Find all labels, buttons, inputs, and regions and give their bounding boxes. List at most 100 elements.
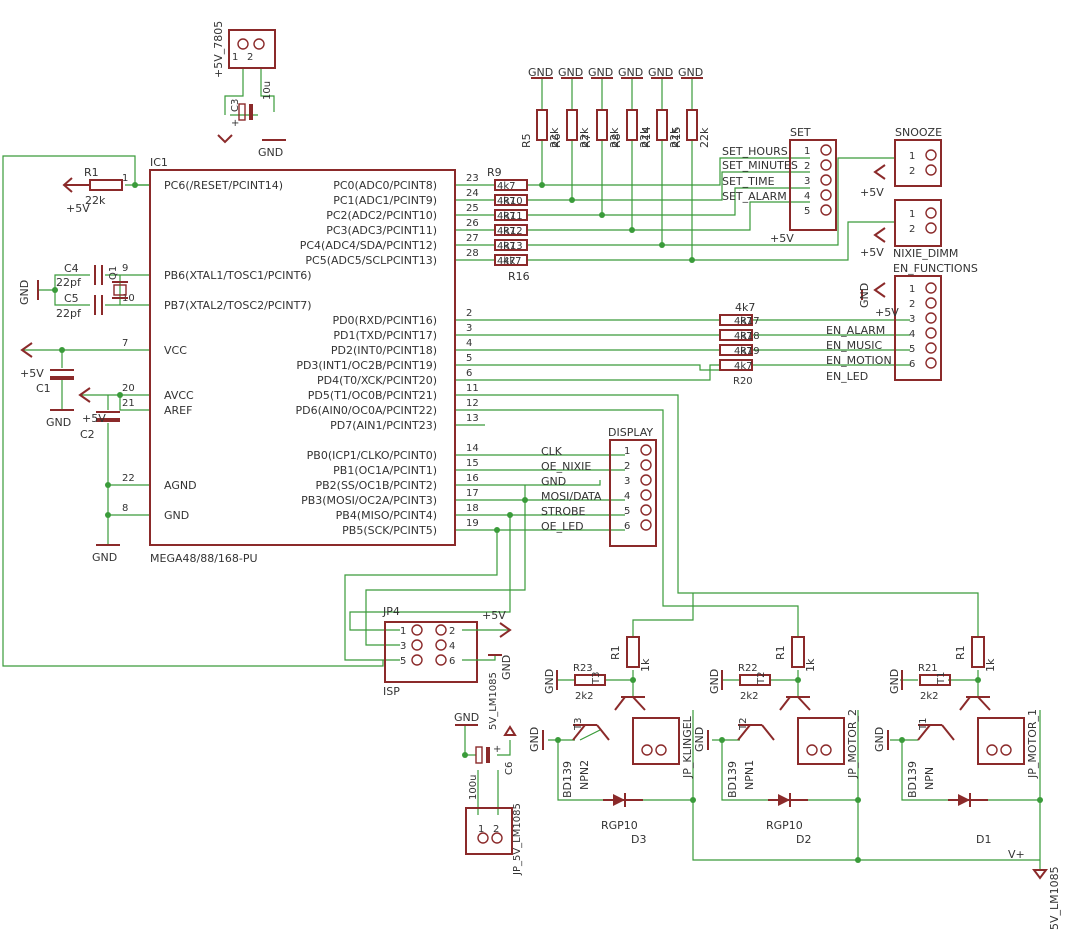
ic1-ref: IC1 bbox=[150, 156, 168, 169]
regulator-header: 1 2 +5V_7805 C3 10u + GND bbox=[212, 21, 286, 159]
ic1-pin-label: PC5(ADC5/SCLPCINT13) bbox=[305, 254, 437, 267]
transistor-ref: T3 bbox=[573, 718, 584, 731]
svg-text:GND: GND bbox=[258, 146, 283, 159]
ic1-pin-number: 7 bbox=[122, 338, 128, 349]
diode-value: RGP10 bbox=[766, 819, 803, 832]
header-pin bbox=[806, 744, 818, 756]
header-pin bbox=[640, 489, 652, 501]
isp-pin-number: 6 bbox=[449, 656, 455, 667]
header-pin-number: 1 bbox=[909, 284, 915, 295]
ic1-pin-label: PB7(XTAL2/TOSC2/PCINT7) bbox=[164, 299, 312, 312]
svg-text:EN_FUNCTIONS: EN_FUNCTIONS bbox=[893, 262, 978, 275]
header-pin-number: 2 bbox=[909, 224, 915, 235]
ic1-pin-number: 19 bbox=[466, 518, 479, 529]
ic1-pin-number: 25 bbox=[466, 203, 479, 214]
pullup-gnd: GND bbox=[618, 66, 643, 79]
header-pin-number: 5 bbox=[624, 506, 630, 517]
ic1-pin-label: PB5(SCK/PCINT5) bbox=[342, 524, 437, 537]
diode-line bbox=[768, 793, 808, 807]
pullup-resistor bbox=[656, 109, 668, 141]
svg-text:10u: 10u bbox=[262, 81, 273, 100]
load-header bbox=[797, 717, 845, 765]
header-pin bbox=[655, 744, 667, 756]
en-resistor-ref: R17 bbox=[740, 316, 760, 327]
ic1-pin-label: PD2(INT0/PCINT18) bbox=[331, 344, 437, 357]
en-resistor-ref: R18 bbox=[740, 331, 760, 342]
series-bottom-ref: R16 bbox=[508, 270, 530, 283]
shunt-resistor-ref: R21 bbox=[918, 663, 938, 674]
load-header-ref: JP_KLINGEL bbox=[681, 715, 694, 779]
transistor-symbol bbox=[572, 724, 610, 741]
series-top-ref: R9 bbox=[487, 166, 502, 179]
series-ref: 4k7 bbox=[503, 256, 522, 267]
header-pin-number: 2 bbox=[909, 299, 915, 310]
svg-text:+5V: +5V bbox=[482, 609, 506, 622]
base-resistor-value: 1k bbox=[804, 658, 817, 672]
series-ref: R12 bbox=[503, 226, 523, 237]
svg-text:2: 2 bbox=[493, 824, 499, 835]
transistor-tag: T1 bbox=[936, 672, 947, 685]
svg-text:22pf: 22pf bbox=[56, 276, 82, 289]
header-pin bbox=[986, 744, 998, 756]
svg-text:DISPLAY: DISPLAY bbox=[608, 426, 653, 439]
header-pin bbox=[640, 459, 652, 471]
ic1-pin-label: VCC bbox=[164, 344, 187, 357]
ic1-pin-number: 2 bbox=[466, 308, 472, 319]
header-pin bbox=[640, 474, 652, 486]
header-pin-number: 2 bbox=[624, 461, 630, 472]
svg-text:4k7: 4k7 bbox=[735, 301, 755, 314]
base-resistor-value: 1k bbox=[984, 658, 997, 672]
header-pin-number: 6 bbox=[624, 521, 630, 532]
ic1-pin-label: PD5(T1/OC0B/PCINT21) bbox=[308, 389, 437, 402]
svg-text:2: 2 bbox=[247, 52, 253, 63]
series-resistor bbox=[494, 224, 528, 236]
shunt-resistor-ref: R22 bbox=[738, 663, 758, 674]
svg-text:1: 1 bbox=[478, 824, 484, 835]
header-pin bbox=[641, 744, 653, 756]
ic1-pin-label: PD7(AIN1/PCINT23) bbox=[330, 419, 437, 432]
load-header-ref: JP_MOTOR_1 bbox=[1026, 709, 1039, 779]
shunt-resistor bbox=[919, 674, 951, 686]
isp-pin-number: 4 bbox=[449, 641, 455, 652]
ic1-pin-label: AVCC bbox=[164, 389, 194, 402]
header-pin bbox=[820, 144, 832, 156]
en-resistor bbox=[719, 344, 753, 356]
pullup-ref: R7 bbox=[580, 133, 593, 148]
ic1-pin-label: PC0(ADC0/PCINT8) bbox=[333, 179, 437, 192]
header-pin bbox=[925, 222, 937, 234]
pullup-gnd: GND bbox=[558, 66, 583, 79]
net-label: EN_ALARM bbox=[826, 324, 885, 337]
svg-text:GND: GND bbox=[18, 280, 31, 305]
header-pin-number: 2 bbox=[804, 161, 810, 172]
svg-text:NIXIE_DIMM: NIXIE_DIMM bbox=[893, 247, 958, 260]
ic1-pin-label: PC1(ADC1/PCINT9) bbox=[333, 194, 437, 207]
ic1-pin-number: 15 bbox=[466, 458, 479, 469]
header-pin bbox=[925, 342, 937, 354]
regulator-label: +5V_7805 bbox=[212, 21, 225, 78]
series-value: 4k7 bbox=[497, 181, 516, 192]
power-caps: +5V C1 GND +5V C2 GND bbox=[20, 342, 120, 564]
ic1-pin-number: 13 bbox=[466, 413, 479, 424]
header-pin-number: 3 bbox=[909, 314, 915, 325]
header-pin bbox=[925, 357, 937, 369]
header-pin bbox=[925, 207, 937, 219]
series-value: 4k7 bbox=[497, 196, 516, 207]
header-pin-number: 5 bbox=[909, 344, 915, 355]
svg-text:R1: R1 bbox=[84, 166, 99, 179]
svg-text:+5V: +5V bbox=[860, 246, 884, 259]
ic1-pin-number: 16 bbox=[466, 473, 479, 484]
svg-text:+5V: +5V bbox=[20, 367, 44, 380]
ic1-pin-label: PB2(SS/OC1B/PCINT2) bbox=[315, 479, 437, 492]
ic1-pin-number: 6 bbox=[466, 368, 472, 379]
series-resistor bbox=[494, 209, 528, 221]
net-label: OE_LED bbox=[541, 520, 584, 533]
header-pin bbox=[925, 327, 937, 339]
ic1-pin-label: PD6(AIN0/OC0A/PCINT22) bbox=[296, 404, 437, 417]
en-resistor-value: 4k7 bbox=[734, 316, 753, 327]
pullup-ref: R14 bbox=[640, 126, 653, 148]
net-label: EN_MOTION bbox=[826, 354, 892, 367]
ic1-pin-number: 24 bbox=[466, 188, 479, 199]
